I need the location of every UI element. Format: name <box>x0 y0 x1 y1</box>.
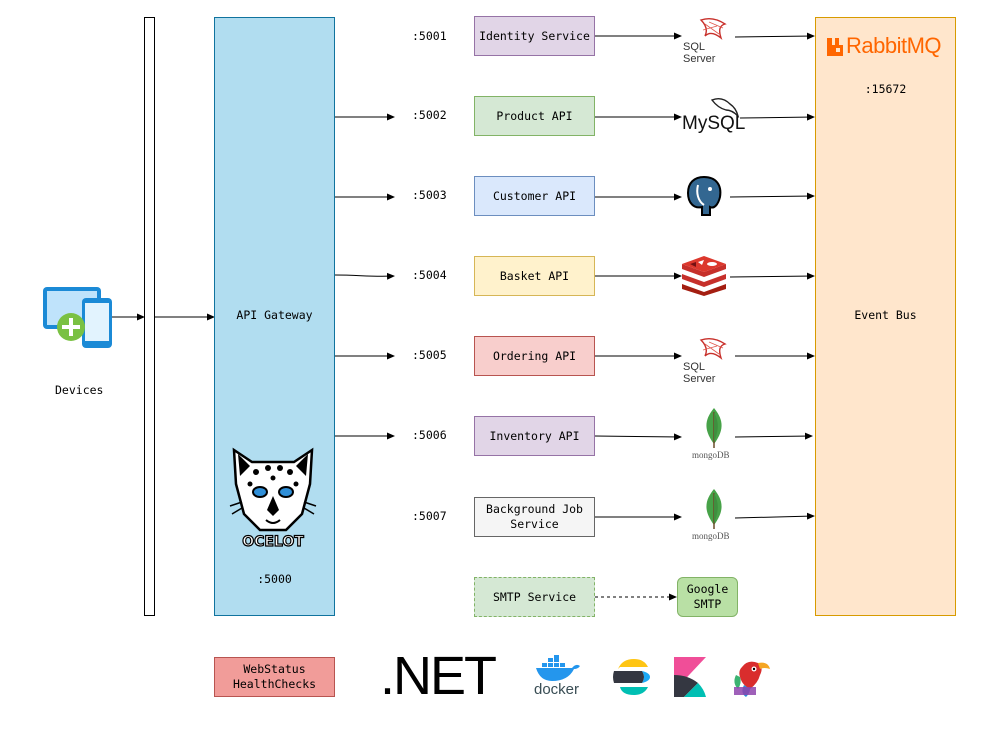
gateway-port: :5000 <box>257 572 292 586</box>
client-bus-bar <box>144 17 155 616</box>
event-bus-port: :15672 <box>864 82 907 96</box>
smtp-service-box: SMTP Service <box>474 577 595 617</box>
kibana-logo <box>674 657 706 697</box>
sqlserver-bird-icon <box>699 17 727 41</box>
event-bus-box <box>815 17 956 616</box>
db2-bus-arrow <box>739 113 815 121</box>
customer-api-box: Customer API <box>474 176 595 216</box>
dotnet-logo: .NET <box>380 646 497 706</box>
port-label: :5006 <box>412 428 447 442</box>
mysql-text: MySQL <box>682 113 746 134</box>
api-gateway-label: API Gateway <box>236 308 313 322</box>
ordering-api-box: Ordering API <box>474 336 595 376</box>
mongodb-leaf-icon <box>706 408 722 448</box>
port-label: :5004 <box>412 268 447 282</box>
sqlserver-text: SQL Server <box>683 361 716 385</box>
svg-text:OCELOT: OCELOT <box>242 534 304 550</box>
port-label: :5007 <box>412 509 447 523</box>
db4-bus-arrow <box>729 272 815 280</box>
rabbitmq-icon <box>827 38 843 56</box>
docker-whale-icon <box>536 655 580 681</box>
mongodb-leaf-icon <box>706 489 722 529</box>
event-bus-label: Event Bus <box>854 308 917 322</box>
rabbitmq-text: RabbitMQ <box>846 33 942 58</box>
db1-bus-arrow <box>734 32 815 40</box>
port-label: :5002 <box>412 108 447 122</box>
mysql-dolphin-icon <box>710 97 740 118</box>
postgresql-icon <box>686 175 722 216</box>
gateway-to-5004-arrow <box>334 272 395 280</box>
ocelot-logo: OCELOT <box>229 447 317 550</box>
inventory-api-box: Inventory API <box>474 416 595 456</box>
docker-text: docker <box>534 681 580 698</box>
mongodb-text: mongoDB <box>692 531 730 541</box>
db6-bus-arrow <box>734 432 813 440</box>
mongodb-icon: mongoDB <box>690 489 738 541</box>
webstatus-box: WebStatus HealthChecks <box>214 657 335 697</box>
google-smtp-box: Google SMTP <box>677 577 738 617</box>
port-label: :5003 <box>412 188 447 202</box>
basket-api-box: Basket API <box>474 256 595 296</box>
mysql-logo: MySQL <box>682 96 746 136</box>
sqlserver-text: SQL Server <box>683 41 716 65</box>
sqlserver-logo: SQL Server <box>683 16 739 65</box>
sqlserver-logo: SQL Server <box>683 336 739 385</box>
docker-logo: docker <box>532 655 586 699</box>
devices-label: Devices <box>55 383 104 397</box>
db3-bus-arrow <box>729 192 815 200</box>
elastic-logo <box>613 659 650 695</box>
api-gateway-box <box>214 17 335 616</box>
rabbitmq-logo: RabbitMQ <box>826 33 948 63</box>
product-api-box: Product API <box>474 96 595 136</box>
identity-service-box: Identity Service <box>474 16 595 56</box>
redis-icon <box>682 256 726 296</box>
background-job-service-box: Background Job Service <box>474 497 595 537</box>
mongodb-icon: mongoDB <box>690 408 738 460</box>
port-label: :5001 <box>412 29 447 43</box>
svc6-db-arrow <box>594 433 682 441</box>
port-label: :5005 <box>412 348 447 362</box>
devices-icon <box>43 287 112 348</box>
db7-bus-arrow <box>734 512 815 520</box>
sqlserver-bird-icon <box>699 337 727 361</box>
seq-logo <box>734 661 770 697</box>
mongodb-text: mongoDB <box>692 450 730 460</box>
